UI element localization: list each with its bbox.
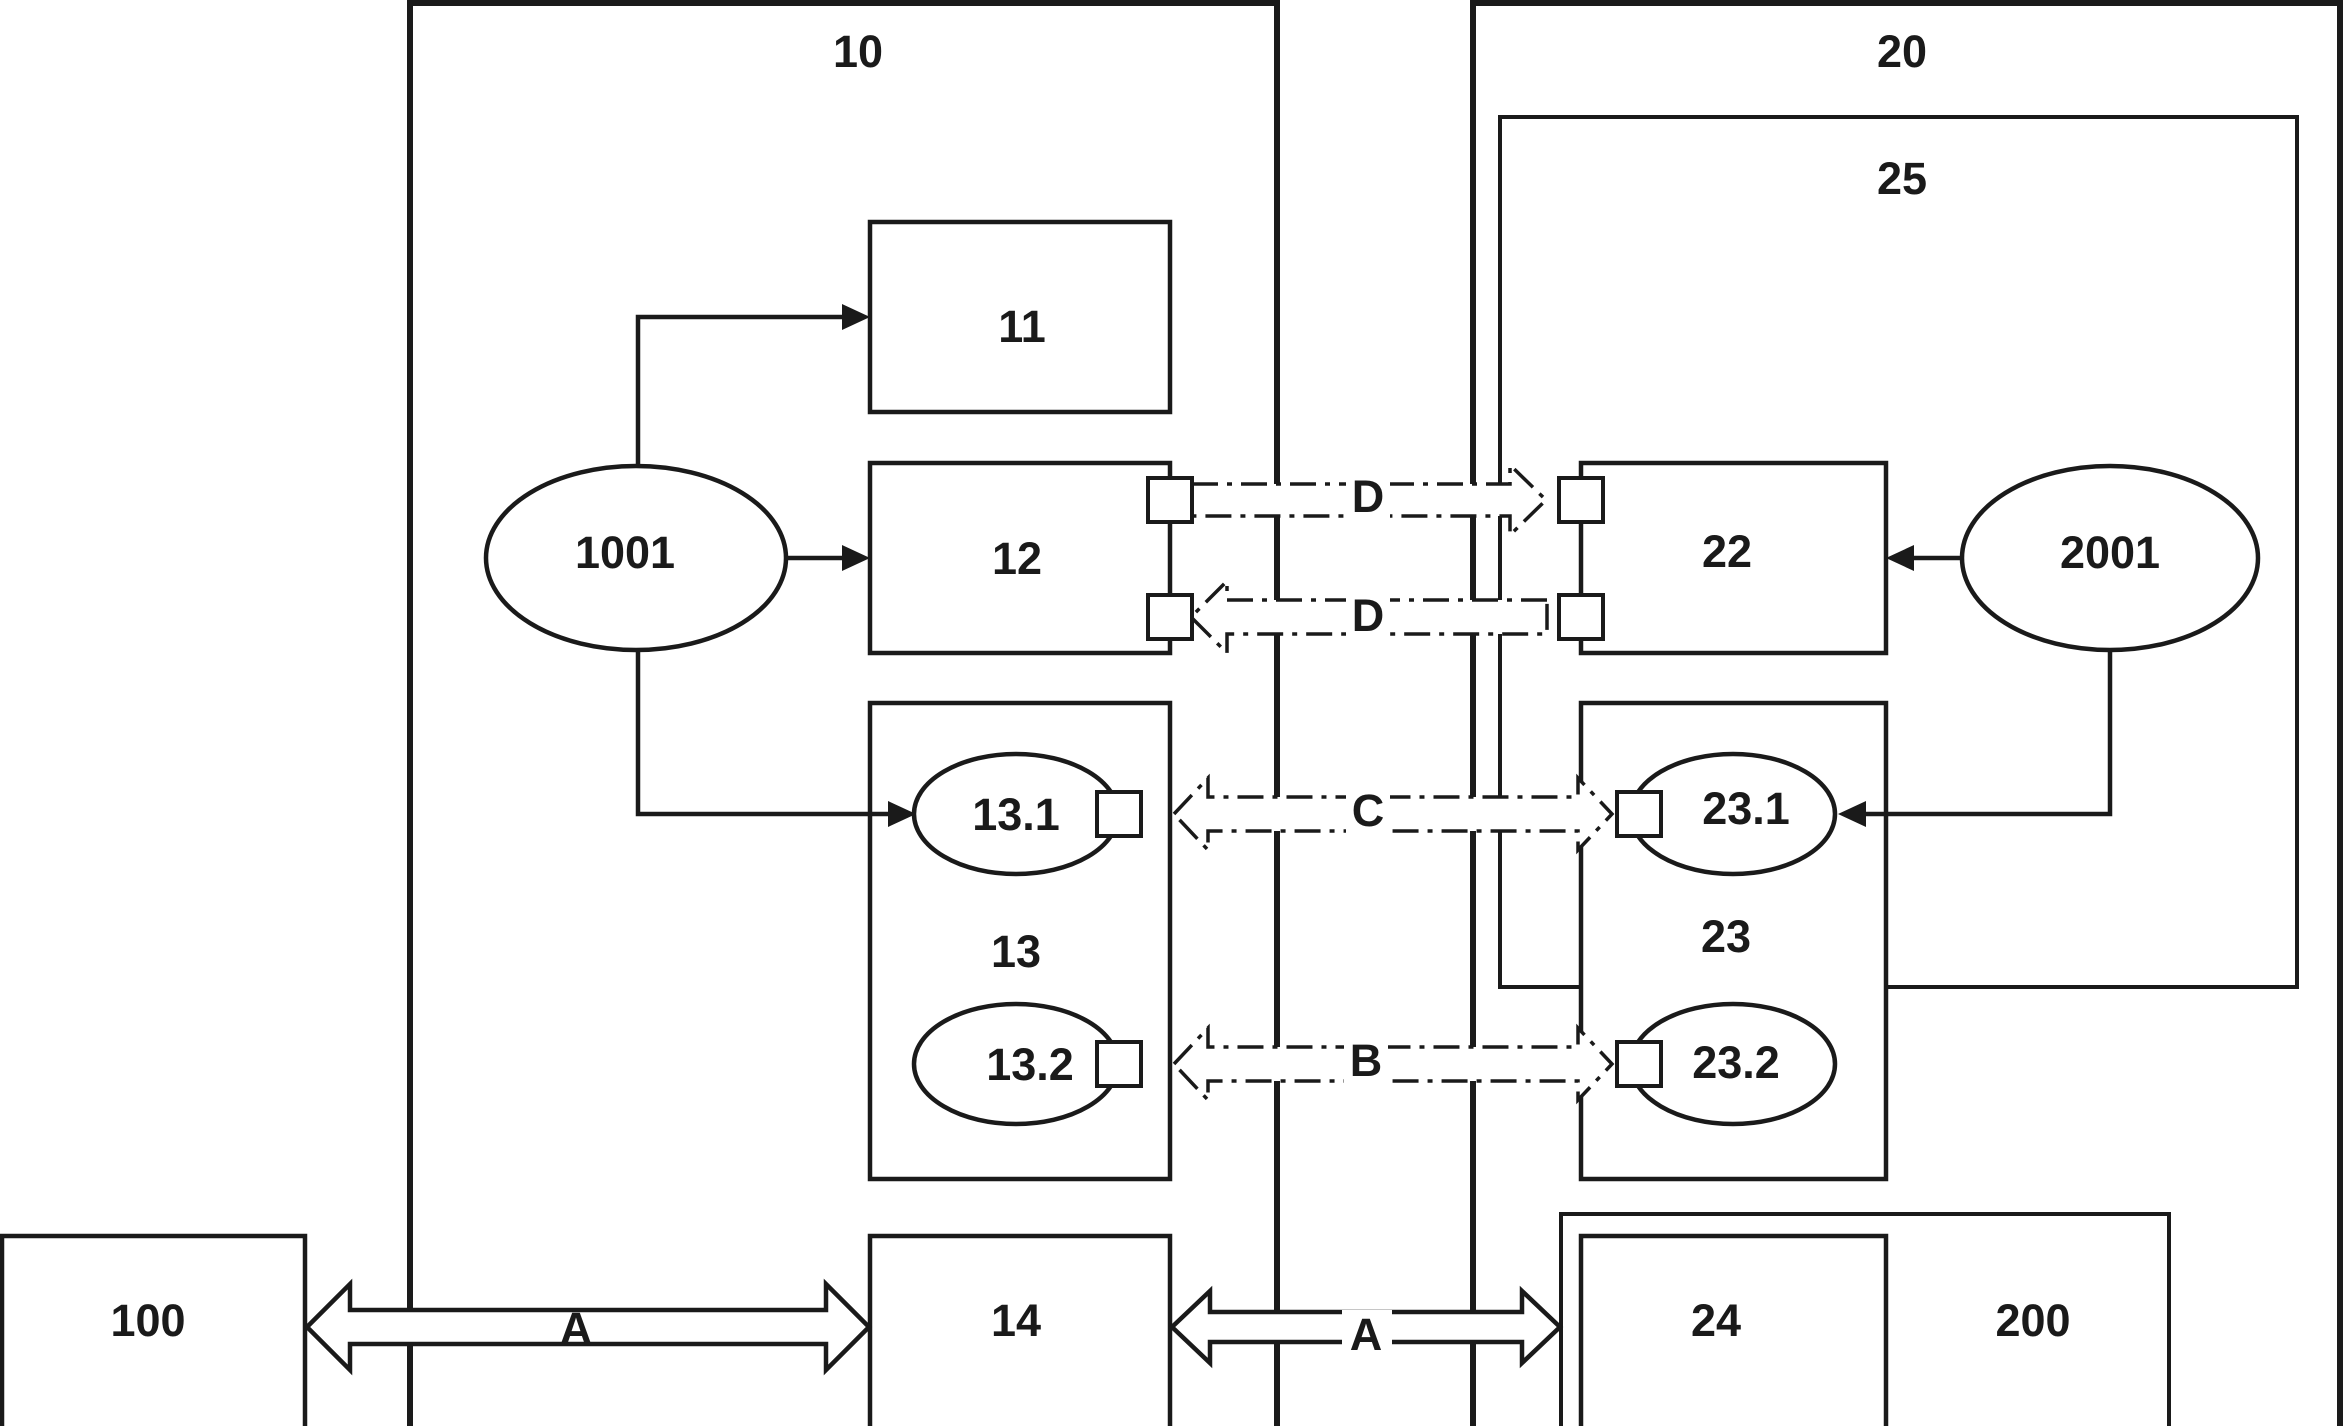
label-2001: 2001 xyxy=(2060,527,2160,578)
link-1001-to-13-1 xyxy=(635,650,894,817)
port-22-top xyxy=(1557,476,1605,524)
label-12: 12 xyxy=(992,533,1042,584)
label-100: 100 xyxy=(110,1295,185,1346)
port-23-2 xyxy=(1615,1040,1663,1088)
label-23: 23 xyxy=(1701,911,1751,962)
link-c-arrow xyxy=(1171,773,1615,855)
label-22: 22 xyxy=(1702,526,1752,577)
label-14: 14 xyxy=(991,1295,1041,1346)
label-11: 11 xyxy=(998,301,1046,352)
port-13-1 xyxy=(1095,790,1143,838)
link-label-a-right: A xyxy=(1350,1309,1383,1360)
arrowhead-to-23-1 xyxy=(1838,801,1866,827)
link-label-a-left: A xyxy=(560,1303,593,1354)
label-bg-a-right xyxy=(1342,1310,1392,1358)
device-20-frame xyxy=(1470,0,2343,1426)
port-12-top xyxy=(1146,476,1194,524)
link-label-b: B xyxy=(1350,1035,1383,1086)
node-1001 xyxy=(483,463,789,653)
box-12 xyxy=(867,460,1173,656)
label-200: 200 xyxy=(1995,1295,2070,1346)
link-label-c: C xyxy=(1352,785,1385,836)
link-1001-to-11 xyxy=(635,314,848,470)
arrowhead-to-13-1 xyxy=(888,801,916,827)
device-10-frame xyxy=(407,0,1280,1426)
arrowhead-to-12 xyxy=(842,545,870,571)
arrowhead-to-11 xyxy=(842,304,870,330)
port-12-bottom xyxy=(1146,593,1194,641)
label-13: 13 xyxy=(991,926,1041,977)
label-23-2: 23.2 xyxy=(1692,1037,1780,1088)
box-100 xyxy=(0,1233,308,1426)
label-24: 24 xyxy=(1691,1295,1741,1346)
box-24 xyxy=(1578,1233,1889,1426)
link-2001-to-23-1 xyxy=(1860,650,2113,817)
port-23-1 xyxy=(1615,790,1663,838)
port-22-bottom xyxy=(1557,593,1605,641)
unit-200-frame xyxy=(1559,1212,2171,1426)
link-label-d-top: D xyxy=(1352,471,1385,522)
arrowhead-to-22 xyxy=(1886,545,1914,571)
box-14 xyxy=(867,1233,1173,1426)
label-bg-d-top xyxy=(1346,474,1390,526)
link-b-arrow xyxy=(1171,1023,1615,1105)
label-bg-c xyxy=(1346,788,1390,840)
label-bg-d-bottom xyxy=(1346,591,1390,643)
label-1001: 1001 xyxy=(575,527,675,578)
label-bg-b xyxy=(1344,1038,1388,1090)
label-23-1: 23.1 xyxy=(1702,783,1790,834)
node-2001 xyxy=(1959,463,2261,653)
label-20: 20 xyxy=(1877,26,1927,77)
link-label-d-bottom: D xyxy=(1352,590,1385,641)
port-13-2 xyxy=(1095,1040,1143,1088)
link-a-left-arrow xyxy=(303,1278,873,1376)
label-13-1: 13.1 xyxy=(972,789,1060,840)
label-13-2: 13.2 xyxy=(986,1039,1074,1090)
box-22 xyxy=(1578,460,1889,656)
box-11 xyxy=(867,219,1173,415)
label-25: 25 xyxy=(1877,153,1927,204)
label-10: 10 xyxy=(833,26,883,77)
region-25-frame xyxy=(1498,115,2299,989)
